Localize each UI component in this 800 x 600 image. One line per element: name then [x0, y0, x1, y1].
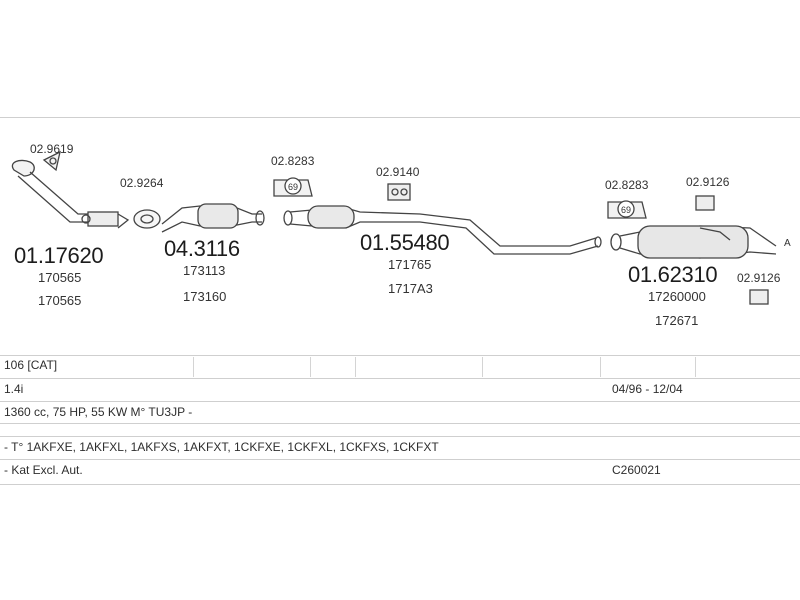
cell-divider: [310, 357, 311, 377]
part-code-02-9619: 02.9619: [30, 142, 74, 156]
engine-variant: 1.4i: [4, 382, 24, 396]
part-code-01-55480: 01.55480: [360, 230, 450, 255]
part-code-04-3116: 04.3116: [164, 236, 240, 261]
cell-divider: [600, 357, 601, 377]
table-line: [0, 378, 800, 379]
rubber-hanger-part: [695, 195, 715, 211]
top-divider: [0, 117, 800, 118]
rear-silencer-part: [610, 225, 777, 259]
table-line: [0, 423, 800, 424]
cell-divider: [355, 357, 356, 377]
production-dates: 04/96 - 12/04: [612, 382, 683, 396]
table-line: [0, 459, 800, 460]
part-code-02-9126-top: 02.9126: [686, 175, 730, 189]
ring-gasket-part: [133, 209, 161, 229]
ref-173113: 173113: [183, 263, 226, 278]
rubber-mount-part: [273, 177, 313, 197]
part-code-01-62310: 01.62310: [628, 262, 718, 287]
middle-silencer-part: [283, 205, 602, 255]
mount-badge-right: 69: [621, 205, 631, 215]
table-line: [0, 436, 800, 437]
mount-badge-left: 69: [288, 182, 298, 192]
table-top-line: [0, 355, 800, 356]
rubber-mount-part-2: [607, 200, 647, 219]
cell-divider: [193, 357, 194, 377]
part-code-02-8283-right: 02.8283: [605, 178, 649, 192]
outlet-marker: A: [784, 238, 791, 249]
ref-17260000: 17260000: [648, 289, 706, 304]
ref-170565-b: 170565: [38, 293, 82, 308]
part-code-02-9140: 02.9140: [376, 165, 420, 179]
front-pipe-part: [11, 159, 130, 229]
table-bottom-line: [0, 484, 800, 485]
engine-specs: 1360 cc, 75 HP, 55 KW M° TU3JP -: [4, 405, 193, 419]
hanger-bracket-part: [387, 183, 411, 201]
cell-divider: [695, 357, 696, 377]
part-code-02-9264: 02.9264: [120, 176, 164, 190]
table-line: [0, 401, 800, 402]
cell-divider: [482, 357, 483, 377]
catalytic-converter-part: [161, 203, 265, 233]
part-code-02-9126-bottom: 02.9126: [737, 271, 781, 285]
ref-1717a3: 1717A3: [388, 281, 433, 296]
part-code-01-17620: 01.17620: [14, 243, 104, 268]
rubber-hanger-part-2: [749, 289, 769, 305]
flange-gasket-part: [42, 150, 61, 172]
vehicle-model: 106 [CAT]: [4, 358, 58, 372]
parts-drawing: 69 69 A: [11, 150, 791, 305]
catalyst-note: - Kat Excl. Aut.: [4, 463, 83, 477]
ref-171765: 171765: [388, 257, 432, 272]
ref-173160: 173160: [183, 289, 227, 304]
kit-code: C260021: [612, 463, 661, 477]
part-code-02-8283-left: 02.8283: [271, 154, 315, 168]
engine-type-codes: - T° 1AKFXE, 1AKFXL, 1AKFXS, 1AKFXT, 1CK…: [4, 440, 439, 454]
ref-170565-a: 170565: [38, 270, 82, 285]
ref-172671: 172671: [655, 313, 699, 328]
